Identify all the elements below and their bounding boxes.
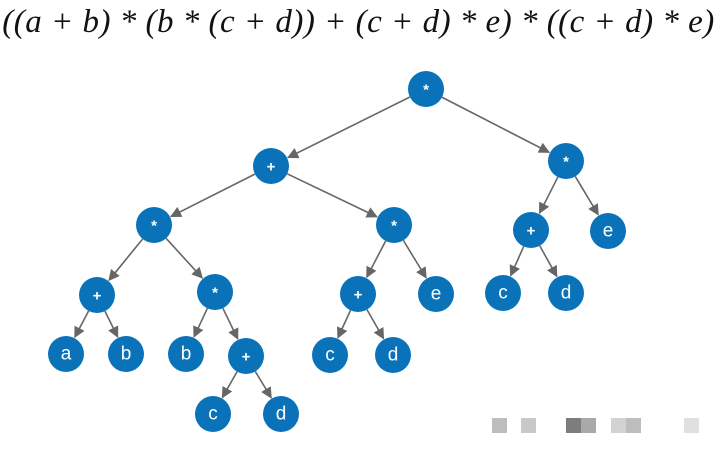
node-circle xyxy=(340,276,376,312)
tree-node-n13: a xyxy=(48,336,84,372)
node-label: * xyxy=(563,154,569,171)
node-circle xyxy=(376,207,412,243)
edge-n5-n11 xyxy=(509,246,525,277)
node-label: + xyxy=(93,288,102,305)
node-circle xyxy=(513,212,549,248)
tree-node-n14: b xyxy=(108,336,144,372)
node-label: * xyxy=(423,82,429,99)
node-label: e xyxy=(603,221,614,242)
edge-n7-n13 xyxy=(74,310,90,339)
node-label: c xyxy=(325,345,335,366)
tree-edges xyxy=(74,96,599,399)
node-label: * xyxy=(212,285,218,302)
node-label: b xyxy=(121,344,132,365)
tree-node-n17: c xyxy=(312,337,348,373)
node-circle xyxy=(485,275,521,311)
tree-node-n18: d xyxy=(375,337,411,373)
node-label: * xyxy=(391,218,397,235)
node-label: d xyxy=(276,404,287,425)
tree-node-n2: * xyxy=(548,143,584,179)
node-circle xyxy=(79,277,115,313)
edge-n8-n15 xyxy=(193,307,209,338)
node-label: + xyxy=(354,287,363,304)
node-circle xyxy=(168,336,204,372)
node-circle xyxy=(375,337,411,373)
edge-n7-n14 xyxy=(104,310,119,338)
node-label: a xyxy=(61,344,72,365)
edge-n2-n5 xyxy=(538,176,559,215)
node-circle xyxy=(312,337,348,373)
edge-n2-n6 xyxy=(574,176,599,216)
tree-node-n16: + xyxy=(228,338,264,374)
node-circle xyxy=(253,148,289,184)
node-circle xyxy=(548,143,584,179)
tree-node-n19: c xyxy=(195,396,231,432)
edge-n4-n10 xyxy=(402,239,427,279)
tree-nodes: * + * * * + e + * + e c d a b b + c d c d xyxy=(48,71,626,432)
edge-n9-n18 xyxy=(366,309,385,340)
node-circle xyxy=(418,276,454,312)
node-label: e xyxy=(431,284,442,305)
tree-node-n7: + xyxy=(79,277,115,313)
edge-n0-n2 xyxy=(441,96,551,154)
edge-n16-n19 xyxy=(221,371,238,399)
tree-node-n4: * xyxy=(376,207,412,243)
node-label: c xyxy=(208,404,218,425)
tree-node-n9: + xyxy=(340,276,376,312)
node-circle xyxy=(408,71,444,107)
edge-n0-n1 xyxy=(287,96,411,159)
tree-node-n0: * xyxy=(408,71,444,107)
node-label: * xyxy=(151,218,157,235)
tree-node-n6: e xyxy=(590,213,626,249)
edge-n3-n7 xyxy=(108,238,144,282)
node-label: d xyxy=(388,345,399,366)
tree-node-n11: c xyxy=(485,275,521,311)
node-label: b xyxy=(181,344,192,365)
node-circle xyxy=(197,274,233,310)
edge-n9-n17 xyxy=(337,310,352,339)
tree-node-n10: e xyxy=(418,276,454,312)
edge-n1-n3 xyxy=(169,173,256,218)
tree-node-n8: * xyxy=(197,274,233,310)
node-circle xyxy=(48,336,84,372)
node-circle xyxy=(136,207,172,243)
node-label: + xyxy=(527,223,536,240)
node-circle xyxy=(195,396,231,432)
edge-n4-n9 xyxy=(366,240,387,279)
node-circle xyxy=(263,396,299,432)
edge-n8-n16 xyxy=(222,307,239,340)
node-label: d xyxy=(561,283,572,304)
tree-node-n5: + xyxy=(513,212,549,248)
node-label: + xyxy=(242,349,251,366)
edge-n5-n12 xyxy=(539,245,558,278)
tree-node-n12: d xyxy=(548,275,584,311)
node-circle xyxy=(108,336,144,372)
node-circle xyxy=(548,275,584,311)
edge-n3-n8 xyxy=(165,237,203,279)
tree-node-n3: * xyxy=(136,207,172,243)
tree-node-n1: + xyxy=(253,148,289,184)
tree-node-n15: b xyxy=(168,336,204,372)
edge-n1-n4 xyxy=(286,173,378,218)
node-circle xyxy=(228,338,264,374)
node-label: + xyxy=(267,159,276,176)
node-circle xyxy=(590,213,626,249)
tree-node-n20: d xyxy=(263,396,299,432)
expression-formula: ((a + b) * (b * (c + d)) + (c + d) * e) … xyxy=(2,4,715,40)
edge-n16-n20 xyxy=(254,370,272,399)
node-label: c xyxy=(498,283,508,304)
